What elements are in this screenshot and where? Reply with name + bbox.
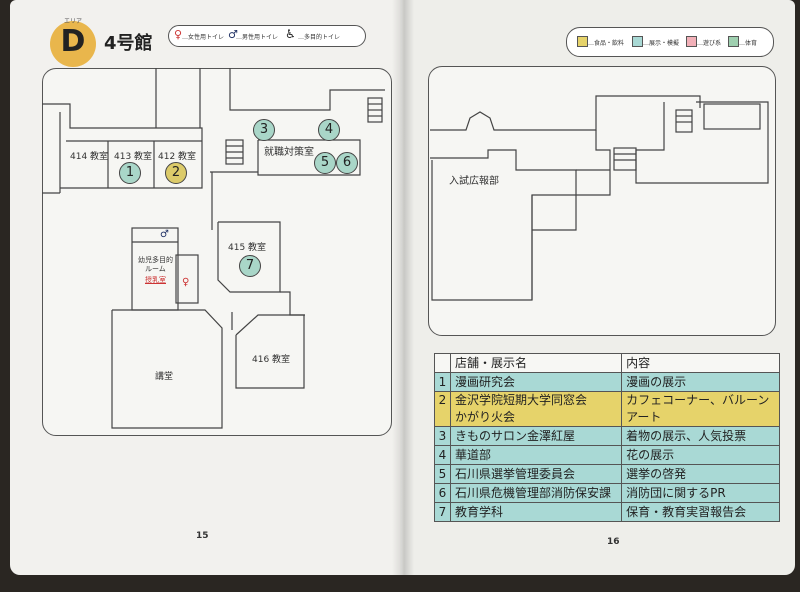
room-413-label: 413 教室 <box>114 152 153 162</box>
female-toilet-map-icon: ♀ <box>182 277 190 288</box>
marker-7[interactable]: 7 <box>239 255 261 277</box>
row-content-line2: アート <box>626 410 662 424</box>
multi-toilet-label: …多目的トイレ <box>298 34 341 41</box>
auditorium-label: 講堂 <box>155 372 174 382</box>
table-header-num <box>434 353 451 373</box>
multi-room-label-1: 幼児多目的 <box>138 256 173 264</box>
career-office-label: 就職対策室 <box>264 147 314 158</box>
marker-5[interactable]: 5 <box>314 152 336 174</box>
room-416-label: 416 教室 <box>252 355 291 365</box>
area-badge-letter: D <box>60 24 86 59</box>
category-legend <box>566 27 774 57</box>
row-content: 保育・教育実習報告会 <box>621 502 780 522</box>
table-row: 2 金沢学院短期大学同窓会かがり火会 カフェコーナー、バルーンアート <box>434 391 780 427</box>
row-name: きものサロン金澤紅屋 <box>449 426 623 446</box>
table-row: 1 漫画研究会 漫画の展示 <box>434 372 780 392</box>
table-row: 6 石川県危機管理部消防保安課 消防団に関するPR <box>434 483 780 503</box>
room-414-label: 414 教室 <box>70 152 109 162</box>
row-content: 消防団に関するPR <box>621 483 780 503</box>
nursing-room-label: 授乳室 <box>145 276 166 284</box>
row-name: 石川県選挙管理委員会 <box>449 464 623 484</box>
row-number: 2 <box>434 391 451 427</box>
row-name-multiline: 金沢学院短期大学同窓会かがり火会 <box>449 391 623 427</box>
table-row: 3 きものサロン金澤紅屋 着物の展示、人気投票 <box>434 426 780 446</box>
book-gutter <box>392 0 414 575</box>
row-name: 華道部 <box>449 445 623 465</box>
page-number-left: 15 <box>196 531 209 541</box>
marker-3[interactable]: 3 <box>253 119 275 141</box>
toilet-legend <box>168 25 366 47</box>
row-content: 選挙の啓発 <box>621 464 780 484</box>
male-toilet-label: …男性用トイレ <box>236 34 279 41</box>
food-legend-label: …食品・飲料 <box>588 40 625 47</box>
admissions-office-label: 入試広報部 <box>449 176 499 187</box>
exhibit-legend-label: …展示・模擬 <box>643 40 680 47</box>
row-number: 6 <box>434 483 451 503</box>
male-toilet-map-icon: ♂ <box>160 229 169 240</box>
row-number: 7 <box>434 502 451 522</box>
row-name: 教育学科 <box>449 502 623 522</box>
table-header-row: 店舗・展示名 内容 <box>434 353 780 373</box>
sports-swatch <box>728 36 739 47</box>
exhibit-table: 店舗・展示名 内容 1 漫画研究会 漫画の展示 2 金沢学院短期大学同窓会かがり… <box>434 353 780 522</box>
row-number: 1 <box>434 372 451 392</box>
row-name: 漫画研究会 <box>449 372 623 392</box>
area-badge-ruby: エリア <box>63 18 82 25</box>
row-number: 5 <box>434 464 451 484</box>
row-content: 着物の展示、人気投票 <box>621 426 780 446</box>
row-content: 漫画の展示 <box>621 372 780 392</box>
table-row: 5 石川県選挙管理委員会 選挙の啓発 <box>434 464 780 484</box>
marker-6[interactable]: 6 <box>336 152 358 174</box>
male-toilet-icon: ♂ <box>228 28 238 41</box>
row-content-multiline: カフェコーナー、バルーンアート <box>621 391 780 427</box>
sports-legend-label: …体育 <box>739 40 758 47</box>
exhibit-swatch <box>632 36 643 47</box>
row-name: 石川県危機管理部消防保安課 <box>449 483 623 503</box>
table-header-name: 店舗・展示名 <box>449 353 623 373</box>
accessible-toilet-icon: ♿ <box>285 27 296 41</box>
table-row: 4 華道部 花の展示 <box>434 445 780 465</box>
row-content: カフェコーナー、バルーン <box>626 393 770 407</box>
multi-room-label-2: ルーム <box>145 265 166 273</box>
room-415-label: 415 教室 <box>228 243 267 253</box>
row-name: 金沢学院短期大学同窓会 <box>455 393 588 407</box>
play-legend-label: …遊び系 <box>697 40 722 47</box>
food-swatch <box>577 36 588 47</box>
row-number: 3 <box>434 426 451 446</box>
marker-2[interactable]: 2 <box>165 162 187 184</box>
marker-4[interactable]: 4 <box>318 119 340 141</box>
room-412-label: 412 教室 <box>158 152 197 162</box>
row-content: 花の展示 <box>621 445 780 465</box>
building-title: 4号館 <box>104 33 153 54</box>
table-header-content: 内容 <box>621 353 780 373</box>
table-row: 7 教育学科 保育・教育実習報告会 <box>434 502 780 522</box>
row-number: 4 <box>434 445 451 465</box>
row-name-line2: かがり火会 <box>455 410 516 424</box>
page-number-right: 16 <box>607 537 620 547</box>
play-swatch <box>686 36 697 47</box>
female-toilet-label: …女性用トイレ <box>182 34 225 41</box>
marker-1[interactable]: 1 <box>119 162 141 184</box>
right-map-frame <box>428 66 776 336</box>
female-toilet-icon: ♀ <box>174 28 183 41</box>
area-badge <box>50 21 96 67</box>
